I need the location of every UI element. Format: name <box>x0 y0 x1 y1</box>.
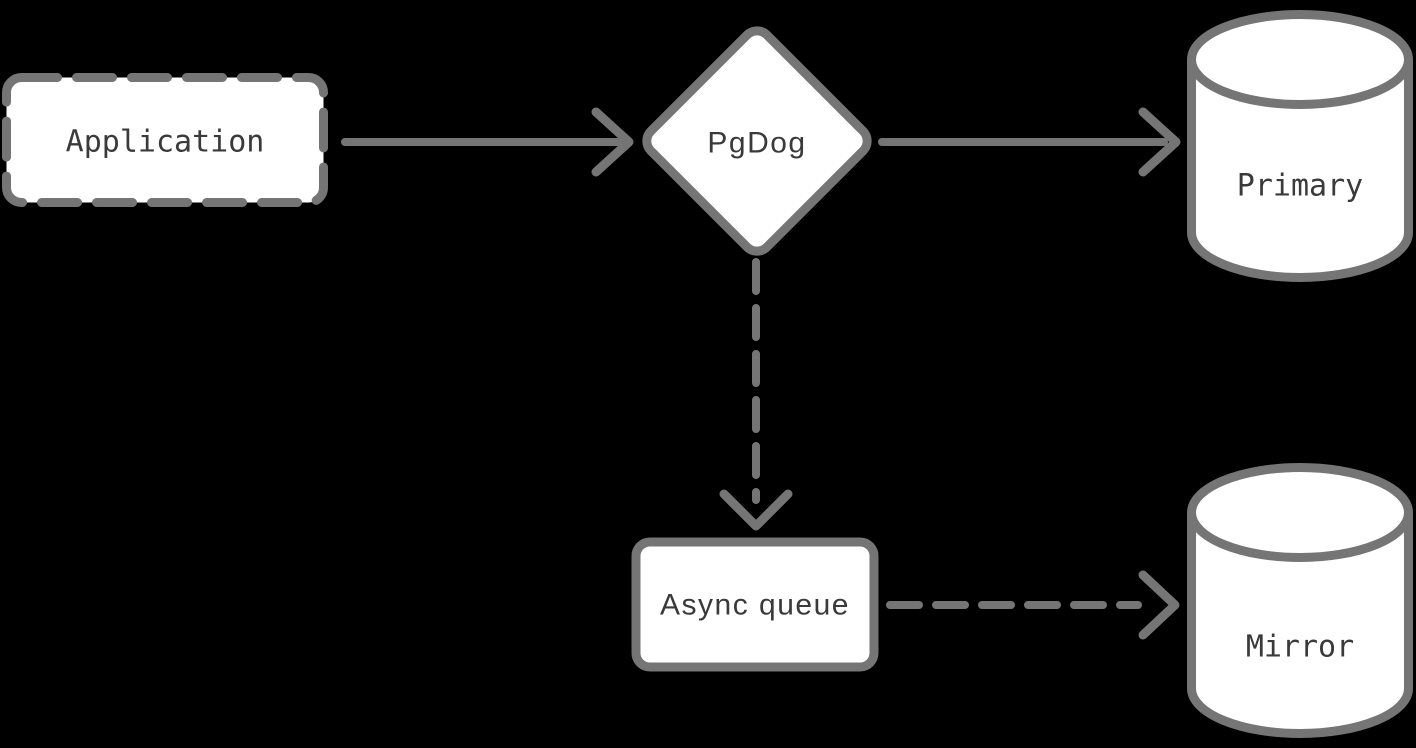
node-application: Application <box>2 73 328 207</box>
application-label: Application <box>66 125 265 160</box>
edge-pgdog-to-primary <box>878 107 1181 177</box>
edge-async-queue-to-mirror <box>886 570 1180 640</box>
primary-cylinder-body <box>1187 59 1413 282</box>
arrowhead-right-icon <box>1138 570 1180 640</box>
async-queue-box <box>631 537 879 672</box>
edge-pgdog-to-async-queue <box>719 258 793 531</box>
node-pgdog: PgDog <box>642 26 872 256</box>
primary-cylinder-top <box>1187 10 1413 109</box>
async-queue-label: Async queue <box>660 589 850 622</box>
arrowhead-down-icon <box>719 489 793 531</box>
primary-label: Primary <box>1237 169 1363 204</box>
pgdog-diamond <box>642 26 872 256</box>
mirror-cylinder-body <box>1187 512 1413 738</box>
node-async-queue: Async queue <box>631 537 879 672</box>
node-mirror: Mirror <box>1187 463 1413 738</box>
mirror-cylinder-top <box>1187 463 1413 562</box>
pgdog-label: PgDog <box>707 127 806 160</box>
edge-application-to-pgdog <box>341 107 634 177</box>
node-primary: Primary <box>1187 10 1413 282</box>
arrowhead-right-icon <box>591 107 634 177</box>
mirror-label: Mirror <box>1246 630 1354 665</box>
application-box <box>2 73 328 207</box>
arrowhead-right-icon <box>1138 107 1181 177</box>
